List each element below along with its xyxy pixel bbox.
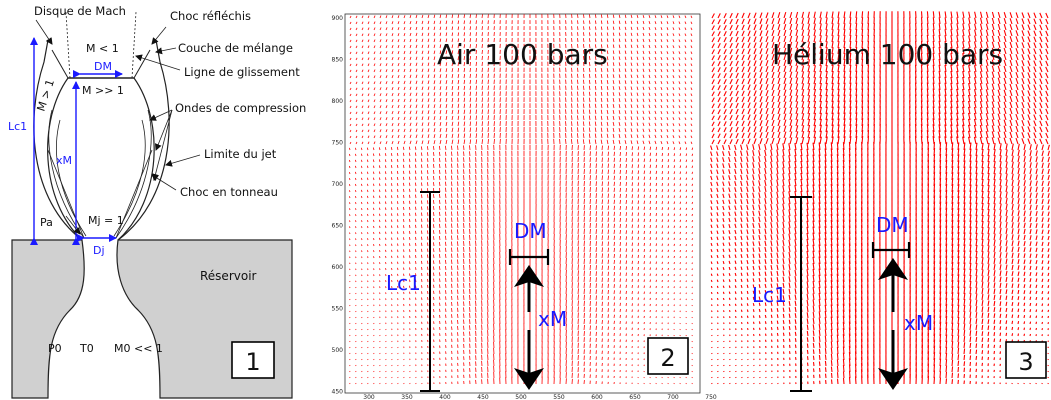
label-reflected-shock: Choc réfléchis xyxy=(170,9,251,23)
y-tick-label: 650 xyxy=(332,223,344,230)
label-m-lt-1: M < 1 xyxy=(86,42,119,55)
y-tick-label: 550 xyxy=(332,306,344,313)
y-tick-label: 850 xyxy=(332,57,344,64)
label-jet-boundary: Limite du jet xyxy=(204,147,277,161)
label-dm: DM xyxy=(94,60,112,73)
label-m-gg-1: M >> 1 xyxy=(82,84,124,97)
label-p0: P0 xyxy=(48,342,62,355)
y-tick-label: 700 xyxy=(332,181,344,188)
lc1-bar-air xyxy=(420,191,440,392)
barrel-shock xyxy=(47,77,83,241)
dm-label-air: DM xyxy=(514,219,547,243)
y-tick-label: 800 xyxy=(332,98,344,105)
x-tick-label: 700 xyxy=(667,394,679,400)
xm-label-air: xM xyxy=(538,307,567,331)
y-tick-label: 500 xyxy=(332,347,344,354)
dm-label-helium: DM xyxy=(876,213,909,237)
label-t0: T0 xyxy=(79,342,94,355)
x-tick-label: 350 xyxy=(401,394,413,400)
title-air: Air 100 bars xyxy=(437,38,608,71)
label-mixing-layer: Couche de mélange xyxy=(178,41,293,55)
x-tick-label: 400 xyxy=(439,394,451,400)
xm-label-helium: xM xyxy=(904,311,933,335)
vector-field-air xyxy=(349,14,694,385)
jet-boundary xyxy=(33,39,83,241)
vector-field-helium xyxy=(710,11,1050,385)
y-tick-label: 600 xyxy=(332,264,344,271)
label-reservoir: Réservoir xyxy=(200,269,257,283)
lc1-label-air: Lc1 xyxy=(386,271,421,295)
lc1-label-helium: Lc1 xyxy=(752,283,787,307)
panel-number-2: 2 xyxy=(660,344,675,372)
x-tick-label: 300 xyxy=(363,394,375,400)
x-tick-label: 650 xyxy=(629,394,641,400)
panel-1-schematic: Disque de Mach Choc réfléchis Couche de … xyxy=(8,4,306,399)
label-slip-line: Ligne de glissement xyxy=(184,65,300,79)
y-tick-label: 900 xyxy=(332,15,344,22)
lc1-bar-helium xyxy=(790,196,812,392)
reservoir-shape xyxy=(11,239,85,399)
y-tick-label: 750 xyxy=(332,140,344,147)
title-helium: Hélium 100 bars xyxy=(772,38,1003,71)
dm-bar-air xyxy=(508,249,550,265)
panel-number-1: 1 xyxy=(245,348,260,376)
label-mach-disk: Disque de Mach xyxy=(34,4,126,18)
y-tick-label: 450 xyxy=(332,389,344,396)
axis-ticks-air: 900 850 800 750 700 650 600 550 500 450 300 350 400 4… xyxy=(332,15,717,400)
label-mj-eq-1: Mj = 1 xyxy=(88,214,124,227)
label-xm: xM xyxy=(56,154,72,167)
label-barrel-shock: Choc en tonneau xyxy=(180,185,278,199)
label-compression-waves: Ondes de compression xyxy=(175,101,306,115)
vector-arrows xyxy=(349,14,694,385)
panel-number-3: 3 xyxy=(1018,348,1033,376)
panel-2-air: 900 850 800 750 700 650 600 550 500 450 300 350 400 4… xyxy=(332,13,717,400)
dm-bar-helium xyxy=(871,242,911,258)
vector-arrows xyxy=(710,11,1050,385)
x-tick-label: 600 xyxy=(591,394,603,400)
label-pa: Pa xyxy=(40,216,53,229)
x-tick-label: 500 xyxy=(515,394,527,400)
label-m0: M0 << 1 xyxy=(114,342,163,355)
panel-3-helium: Hélium 100 bars Lc1 DM xM 3 xyxy=(708,11,1051,393)
x-tick-label: 450 xyxy=(477,394,489,400)
label-dj: Dj xyxy=(93,244,105,257)
x-tick-label: 550 xyxy=(553,394,565,400)
label-lc1: Lc1 xyxy=(8,120,27,133)
x-tick-label: 750 xyxy=(705,394,717,400)
